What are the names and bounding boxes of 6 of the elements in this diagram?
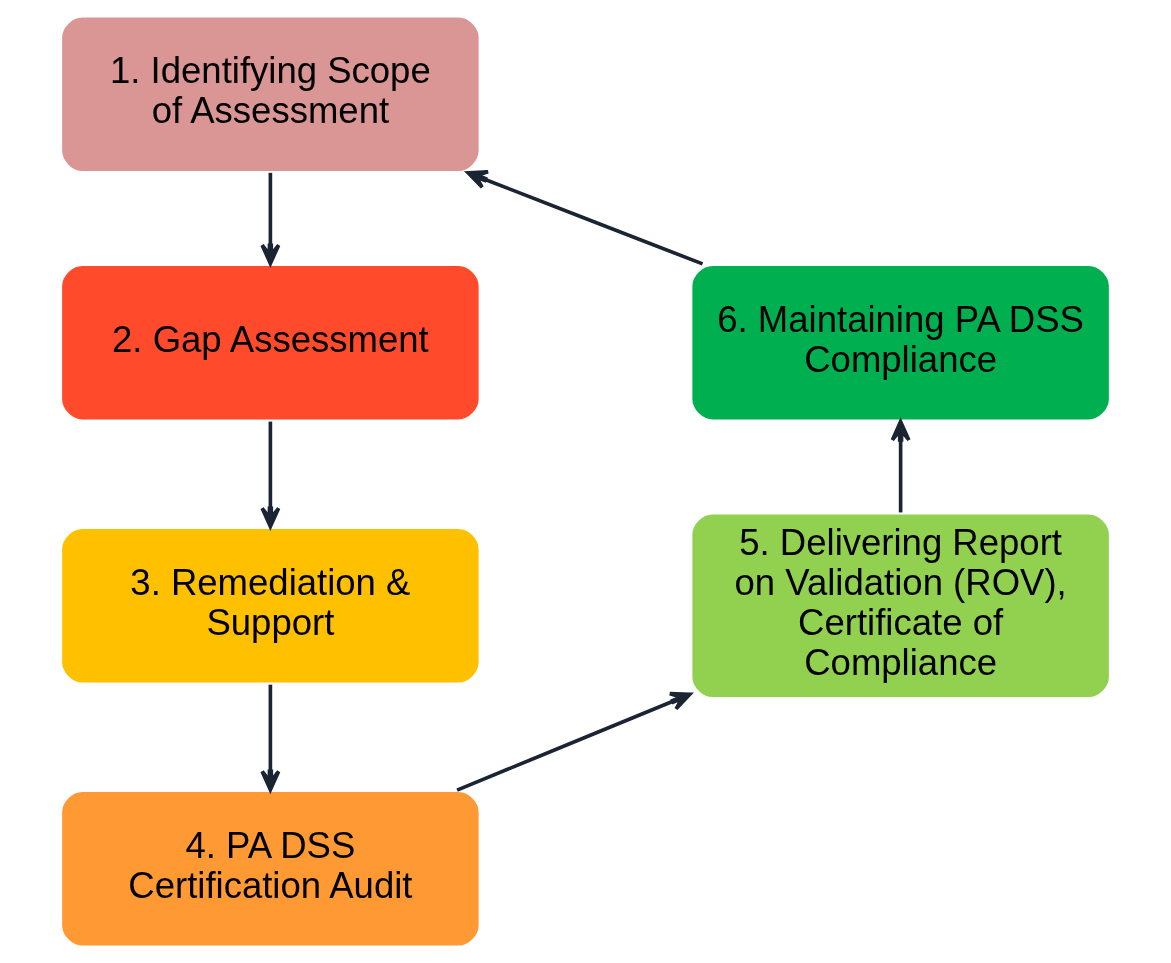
arrow	[260, 684, 281, 792]
arrow	[466, 169, 704, 266]
arrow	[260, 421, 281, 529]
arrow	[456, 691, 692, 792]
arrow	[260, 172, 281, 266]
arrow	[890, 419, 911, 513]
